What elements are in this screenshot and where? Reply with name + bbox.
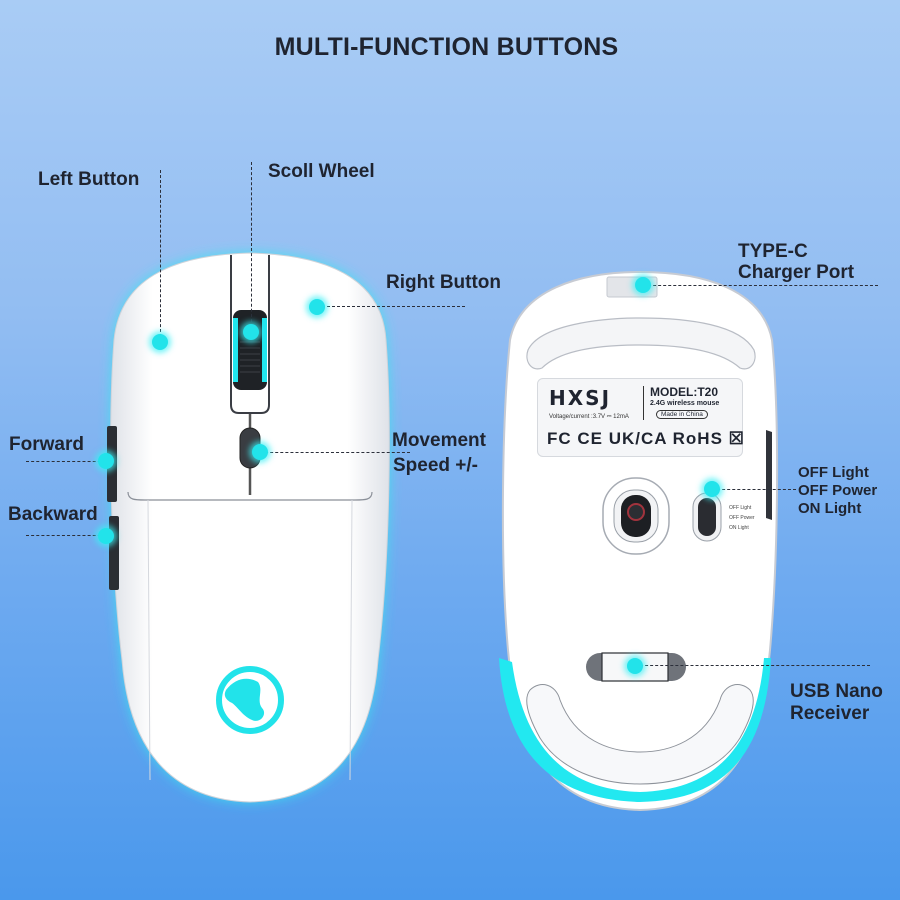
model-text: MODEL:T20 [650,385,719,399]
label-left-button: Left Button [38,169,140,190]
label-usb-line2: Receiver [790,703,870,724]
brand-logo: HXSJ [549,386,612,410]
leader-left-button [160,170,161,342]
label-type-c-line1: TYPE-C [738,241,808,262]
switch-pos-3: ON Light [729,525,749,531]
hotspot-usb-receiver [627,658,643,674]
bottom-mouse [499,270,779,812]
label-backward: Backward [8,504,98,525]
leader-backward [26,535,106,536]
label-movement-line1: Movement [392,430,486,451]
voltage-text: Voltage/current :3.7V ⎓ 12mA [549,414,629,420]
leader-movement-speed [260,452,410,453]
label-movement-line2: Speed +/- [393,455,478,476]
hotspot-dpi-button [252,444,268,460]
page-title: MULTI-FUNCTION BUTTONS [274,33,619,61]
label-switch-line3: ON Light [798,500,862,517]
hxsj-logo-icon [216,666,284,734]
leader-scroll-wheel [251,162,252,332]
label-switch-line1: OFF Light [798,464,869,481]
certification-icons: FC CE UK/CA RoHS ☒ [547,429,745,448]
hotspot-power-switch [704,481,720,497]
leader-power-switch [712,489,796,490]
description-text: 2.4G wireless mouse [650,400,720,407]
hotspot-backward [98,528,114,544]
leader-type-c [643,285,878,286]
product-label-sticker: HXSJ Voltage/current :3.7V ⎓ 12mA MODEL:… [537,378,745,457]
leader-right-button [317,306,465,307]
hotspot-type-c [635,277,651,293]
label-forward: Forward [9,434,84,455]
hotspot-left-button [152,334,168,350]
label-switch-line2: OFF Power [798,482,878,499]
leader-forward [26,461,106,462]
origin-badge: Made in China [656,410,708,419]
hotspot-scroll-wheel [243,324,259,340]
hotspot-right-button [309,299,325,315]
switch-pos-2: OFF Power [729,515,755,521]
label-scroll-wheel: Scoll Wheel [268,161,375,182]
hotspot-forward [98,453,114,469]
front-mouse [107,252,390,803]
label-usb-line1: USB Nano [790,681,883,702]
leader-usb-receiver [635,665,870,666]
sticker-divider [643,386,644,420]
switch-pos-1: OFF Light [729,505,752,511]
label-right-button: Right Button [386,272,502,293]
label-type-c-line2: Charger Port [738,262,855,283]
